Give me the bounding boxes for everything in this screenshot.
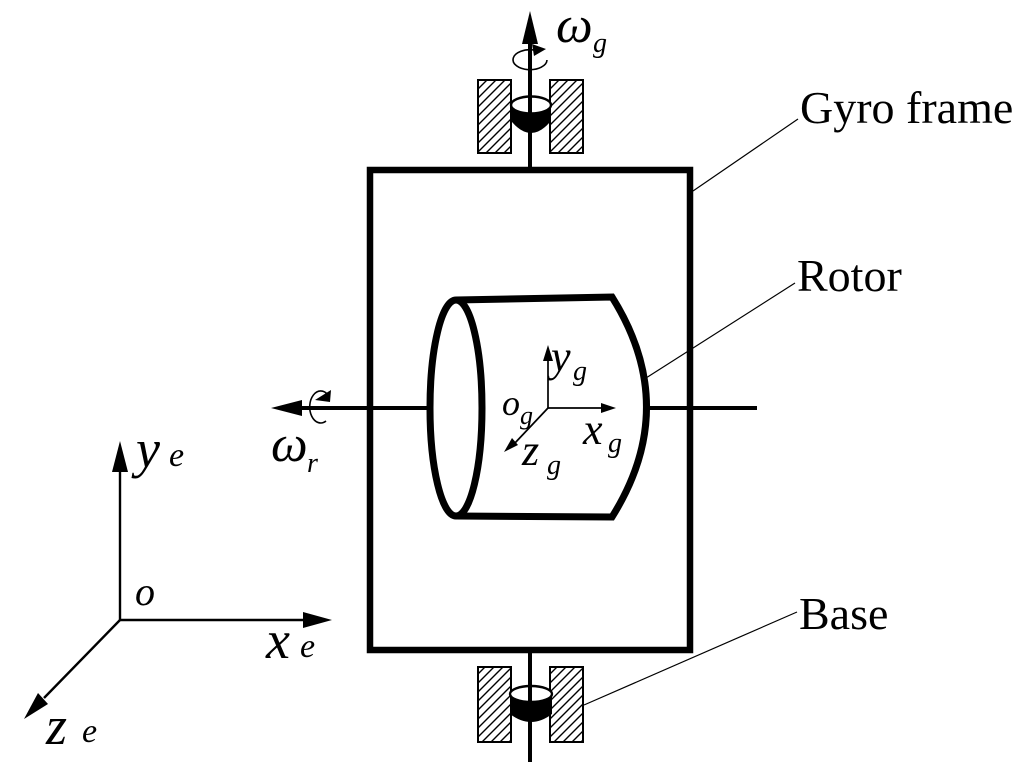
gyro-z-label: z [521, 426, 539, 475]
earth-y-label: y [131, 419, 160, 479]
earth-x-subscript: e [300, 628, 315, 665]
gyro-frame-callout: Gyro frame [800, 82, 1013, 133]
rotor-leader-line [645, 282, 796, 379]
earth-y-arrowhead [112, 441, 128, 472]
earth-z-axis [43, 619, 121, 699]
rotor-callout: Rotor [797, 250, 902, 301]
gyro-x-arrowhead [601, 403, 616, 413]
rotor-rotation-arc [308, 390, 329, 424]
gyro-y-subscript: g [573, 356, 587, 387]
earth-z-arrowhead [24, 693, 48, 719]
earth-x-label: x [265, 610, 290, 670]
omega-r-subscript: r [307, 448, 318, 479]
omega-r-symbol: ω [271, 416, 308, 473]
gyro-x-subscript: g [608, 428, 622, 459]
spin-axis-arrowhead [522, 11, 538, 44]
earth-frame-group: o y e x e z e [24, 419, 332, 756]
gyro-z-axis [513, 407, 549, 445]
top-bearing-right-block [549, 79, 584, 154]
gimbal-rotation-arrowhead [532, 44, 546, 56]
gyro-frame-leader-line [692, 118, 799, 192]
gyro-z-subscript: g [547, 450, 561, 481]
bottom-bearing-right-block [549, 666, 584, 743]
rotor-left-face [426, 296, 486, 520]
earth-z-label: z [45, 696, 67, 756]
gyro-y-label: y [547, 332, 571, 381]
earth-x-arrowhead [303, 612, 332, 628]
base-leader-line [583, 611, 798, 706]
gyro-axes-group: o g y g x g z g [502, 332, 622, 481]
top-bearing-left-block [477, 79, 512, 154]
gimbal-rotation-arc [512, 48, 548, 71]
gyro-origin-label: o [502, 383, 520, 423]
rotor-body [455, 293, 650, 521]
earth-y-subscript: e [169, 437, 184, 474]
gyro-origin-subscript: g [520, 401, 533, 430]
gyro-z-arrowhead [504, 438, 518, 452]
base-callout: Base [799, 588, 888, 639]
rotor-rotation-arrowhead [315, 390, 331, 402]
gyro-y-arrowhead [543, 345, 553, 361]
earth-origin-label: o [135, 569, 155, 614]
omega-g-subscript: g [593, 28, 607, 59]
gyro-x-label: x [582, 405, 603, 454]
bottom-bearing-left-block [477, 666, 512, 743]
earth-z-subscript: e [82, 713, 97, 750]
omega-g-symbol: ω [556, 0, 593, 54]
rotor-axis-arrowhead [271, 400, 302, 416]
